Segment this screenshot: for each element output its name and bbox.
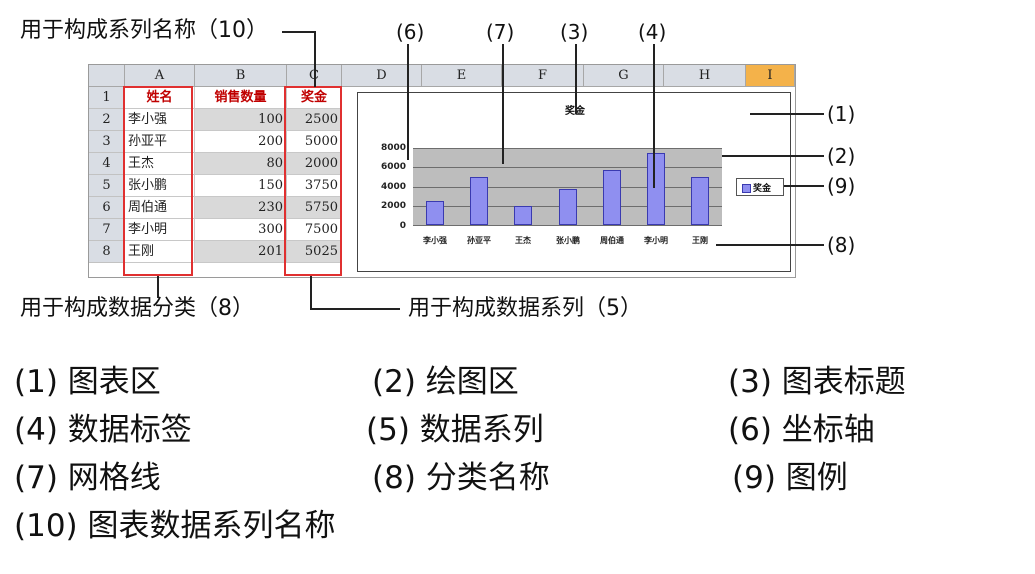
name-cell: 王刚 bbox=[125, 241, 195, 263]
y-tick-label: 6000 bbox=[380, 162, 406, 172]
bonus-cell: 2500 bbox=[287, 109, 342, 131]
callout-6: (6) bbox=[396, 20, 425, 44]
category-highlight-box bbox=[123, 86, 193, 276]
col-header: B bbox=[195, 65, 287, 87]
leader-line bbox=[310, 308, 400, 310]
row-header: 2 bbox=[89, 109, 125, 131]
chart-legend: 奖金 bbox=[736, 178, 784, 196]
row-header: 4 bbox=[89, 153, 125, 175]
legend-item: (7) 网格线 bbox=[14, 460, 161, 496]
leader-line bbox=[314, 31, 316, 87]
gridline bbox=[413, 148, 722, 149]
chart-bar bbox=[559, 189, 577, 225]
series-highlight-box bbox=[284, 86, 342, 276]
y-tick-label: 0 bbox=[399, 221, 406, 231]
header-cell: 姓名 bbox=[125, 87, 195, 109]
legend-item: (9) 图例 bbox=[732, 460, 848, 496]
x-tick-label: 孙亚平 bbox=[467, 236, 491, 245]
series-name-callout: 用于构成系列名称（10） bbox=[20, 18, 268, 43]
callout-7: (7) bbox=[486, 20, 515, 44]
legend-item: (8) 分类名称 bbox=[372, 460, 550, 496]
qty-cell: 100 bbox=[195, 109, 287, 131]
legend-item: (3) 图表标题 bbox=[728, 364, 906, 400]
callout-8: (8) bbox=[827, 233, 856, 257]
callout-2: (2) bbox=[827, 144, 856, 168]
callout-1: (1) bbox=[827, 102, 856, 126]
name-cell: 孙亚平 bbox=[125, 131, 195, 153]
legend-item: (5) 数据系列 bbox=[366, 412, 544, 448]
x-tick-label: 王刚 bbox=[692, 236, 708, 245]
name-cell: 王杰 bbox=[125, 153, 195, 175]
name-cell: 张小鹏 bbox=[125, 175, 195, 197]
qty-cell: 80 bbox=[195, 153, 287, 175]
bonus-cell: 2000 bbox=[287, 153, 342, 175]
row-header: 8 bbox=[89, 241, 125, 263]
col-header: F bbox=[502, 65, 584, 87]
legend-item: (4) 数据标签 bbox=[14, 412, 192, 448]
col-header: A bbox=[125, 65, 195, 87]
x-tick-label: 张小鹏 bbox=[556, 236, 580, 245]
x-tick-label: 李小强 bbox=[423, 236, 447, 245]
x-tick-label: 王杰 bbox=[515, 236, 531, 245]
leader-line bbox=[750, 113, 824, 115]
chart-bar bbox=[470, 177, 488, 225]
gridline bbox=[413, 225, 722, 226]
legend-item: (6) 坐标轴 bbox=[728, 412, 875, 448]
x-tick-label: 周伯通 bbox=[600, 236, 624, 245]
col-header: G bbox=[584, 65, 664, 87]
leader-line bbox=[310, 276, 312, 310]
col-header: E bbox=[422, 65, 502, 87]
name-cell: 李小强 bbox=[125, 109, 195, 131]
chart-bar bbox=[514, 206, 532, 225]
y-tick-label: 8000 bbox=[380, 143, 406, 153]
data-series-callout: 用于构成数据系列（5） bbox=[408, 296, 642, 321]
x-tick-label: 李小明 bbox=[644, 236, 668, 245]
gridline bbox=[413, 167, 722, 168]
plot-area bbox=[413, 148, 722, 226]
col-header: D bbox=[342, 65, 422, 87]
chart-bar bbox=[691, 177, 709, 225]
legend-item: (1) 图表区 bbox=[14, 364, 161, 400]
qty-cell: 230 bbox=[195, 197, 287, 219]
qty-cell: 201 bbox=[195, 241, 287, 263]
leader-line bbox=[282, 31, 316, 33]
y-tick-label: 2000 bbox=[380, 201, 406, 211]
y-tick-label: 4000 bbox=[380, 182, 406, 192]
row-header: 7 bbox=[89, 219, 125, 241]
row-header: 6 bbox=[89, 197, 125, 219]
chart-bar bbox=[603, 170, 621, 225]
leader-line bbox=[653, 44, 655, 188]
bonus-cell: 5750 bbox=[287, 197, 342, 219]
qty-cell: 150 bbox=[195, 175, 287, 197]
leader-line bbox=[407, 44, 409, 160]
leader-line bbox=[716, 244, 824, 246]
legend-item: (2) 绘图区 bbox=[372, 364, 519, 400]
leader-line bbox=[502, 44, 504, 164]
legend-swatch bbox=[742, 184, 751, 193]
row-header: 3 bbox=[89, 131, 125, 153]
leader-line bbox=[575, 44, 577, 114]
callout-3: (3) bbox=[560, 20, 589, 44]
row-header: 1 bbox=[89, 87, 125, 109]
name-cell: 周伯通 bbox=[125, 197, 195, 219]
legend-label: 奖金 bbox=[753, 184, 772, 194]
legend-item: (10) 图表数据系列名称 bbox=[14, 508, 336, 544]
leader-line bbox=[784, 185, 824, 187]
callout-4: (4) bbox=[638, 20, 667, 44]
leader-line bbox=[157, 276, 159, 298]
header-cell: 销售数量 bbox=[195, 87, 287, 109]
chart-bar bbox=[647, 153, 665, 225]
corner-cell bbox=[89, 65, 125, 87]
qty-cell: 300 bbox=[195, 219, 287, 241]
gridline bbox=[413, 187, 722, 188]
col-header: H bbox=[664, 65, 746, 87]
callout-9: (9) bbox=[827, 174, 856, 198]
chart-bar bbox=[426, 201, 444, 225]
name-cell: 李小明 bbox=[125, 219, 195, 241]
leader-line bbox=[722, 155, 824, 157]
category-callout: 用于构成数据分类（8） bbox=[20, 296, 254, 321]
qty-cell: 200 bbox=[195, 131, 287, 153]
col-header-selected: I bbox=[746, 65, 795, 87]
row-header: 5 bbox=[89, 175, 125, 197]
